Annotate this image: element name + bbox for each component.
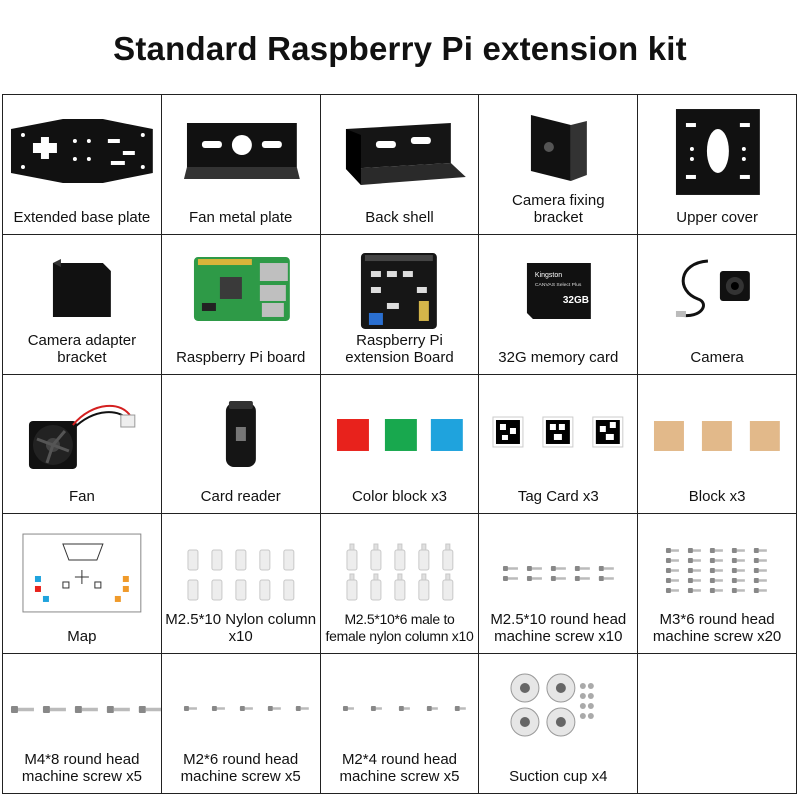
item-label: 32G memory card: [498, 348, 619, 366]
kit-item-fan: Fan: [3, 374, 162, 515]
item-label: Fan: [68, 488, 95, 506]
kit-item-screw-m4: M4*8 round head machine screw x5: [3, 654, 162, 794]
item-label: M3*6 round head machine screw x20: [652, 611, 782, 646]
kit-item-male-female-column: M2.5*10*6 male to female nylon column x1…: [320, 514, 480, 655]
card-line: CANVAS Select Plus: [535, 282, 582, 288]
card-brand: Kingston: [535, 272, 562, 279]
item-label: Tag Card x3: [517, 488, 599, 506]
kit-item-camera-adapter-bracket: Camera adapter bracket: [3, 234, 162, 375]
kit-item-screw-m3: M3*6 round head machine screw x20: [638, 514, 797, 655]
item-label: Card reader: [200, 488, 281, 506]
item-label: Fan metal plate: [189, 208, 293, 226]
back-shell-icon: [321, 101, 479, 197]
page-title: Standard Raspberry Pi extension kit: [113, 30, 687, 67]
kit-item-camera-fixing-bracket: Camera fixing bracket: [479, 95, 639, 235]
item-label: Raspberry Pi board: [176, 348, 306, 366]
item-label: Upper cover: [676, 208, 758, 226]
extension-board-icon: [321, 241, 479, 337]
kit-item-screw-m24: M2*4 round head machine screw x5: [320, 654, 480, 794]
item-label: Map: [67, 628, 97, 646]
item-label: Block x3: [688, 488, 746, 506]
map-icon: [3, 520, 161, 616]
color-blocks-icon: [321, 381, 479, 477]
kit-item-nylon-column: M2.5*10 Nylon column x10: [161, 514, 321, 655]
wood-blocks-icon: [638, 381, 796, 477]
kit-item-back-shell: Back shell: [320, 95, 480, 235]
item-label: Camera fixing bracket: [512, 191, 605, 226]
kit-items-grid: Extended base plate Fan metal plate Back: [2, 94, 797, 794]
item-label: Color block x3: [351, 488, 448, 506]
item-label: Camera: [690, 348, 744, 366]
kit-item-card-reader: Card reader: [161, 374, 321, 515]
adapter-bracket-icon: [3, 241, 161, 337]
kit-item-memory-card: Kingston CANVAS Select Plus 32GB 32G mem…: [479, 234, 639, 375]
fan-icon: [3, 381, 161, 477]
item-label: Back shell: [365, 208, 434, 226]
kit-item-upper-cover: Upper cover: [638, 95, 797, 235]
item-label: M2*6 round head machine screw x5: [180, 751, 301, 785]
fan-plate-icon: [162, 101, 320, 197]
screw-m24-icon: [321, 660, 479, 756]
kit-item-map: Map: [3, 514, 162, 655]
item-label: M2.5*10 Nylon column x10: [165, 611, 317, 646]
screw-m3-icon: [638, 520, 796, 616]
kit-item-screw-m25: M2.5*10 round head machine screw x10: [479, 514, 639, 655]
raspberry-pi-icon: [162, 241, 320, 337]
item-label: Raspberry Pi extension Board: [345, 331, 454, 366]
card-size: 32GB: [563, 295, 589, 306]
item-label: Extended base plate: [13, 208, 151, 226]
item-label: Suction cup x4: [509, 768, 608, 785]
male-female-column-icon: [321, 520, 479, 616]
base-plate-icon: [3, 101, 161, 197]
kit-item-camera: Camera: [638, 234, 797, 375]
tag-cards-icon: [479, 381, 637, 477]
kit-item-wood-blocks: Block x3: [638, 374, 797, 515]
item-label: M2.5*10*6 male to female nylon column x1…: [325, 611, 474, 645]
screw-m26-icon: [162, 660, 320, 756]
item-label: M2*4 round head machine screw x5: [339, 751, 460, 785]
camera-icon: [638, 241, 796, 337]
kit-item-extended-base-plate: Extended base plate: [3, 95, 162, 235]
camera-bracket-icon: [479, 101, 637, 197]
kit-item-extension-board: Raspberry Pi extension Board: [320, 234, 480, 375]
screw-m4-icon: [3, 660, 161, 756]
memory-card-icon: Kingston CANVAS Select Plus 32GB: [479, 241, 637, 337]
kit-item-suction-cup: Suction cup x4: [479, 654, 639, 794]
card-reader-icon: [162, 381, 320, 477]
empty-cell: [638, 654, 797, 794]
kit-item-fan-metal-plate: Fan metal plate: [161, 95, 321, 235]
suction-cup-icon: [479, 660, 637, 756]
item-label: Camera adapter bracket: [27, 331, 137, 366]
kit-item-screw-m26: M2*6 round head machine screw x5: [161, 654, 321, 794]
upper-cover-icon: [638, 101, 796, 197]
nylon-column-icon: [162, 520, 320, 616]
kit-item-raspberry-pi-board: Raspberry Pi board: [161, 234, 321, 375]
screw-m25-icon: [479, 520, 637, 616]
item-label: M2.5*10 round head machine screw x10: [490, 611, 627, 646]
item-label: M4*8 round head machine screw x5: [21, 751, 142, 785]
kit-item-tag-cards: Tag Card x3: [479, 374, 639, 515]
kit-item-color-blocks: Color block x3: [320, 374, 480, 515]
